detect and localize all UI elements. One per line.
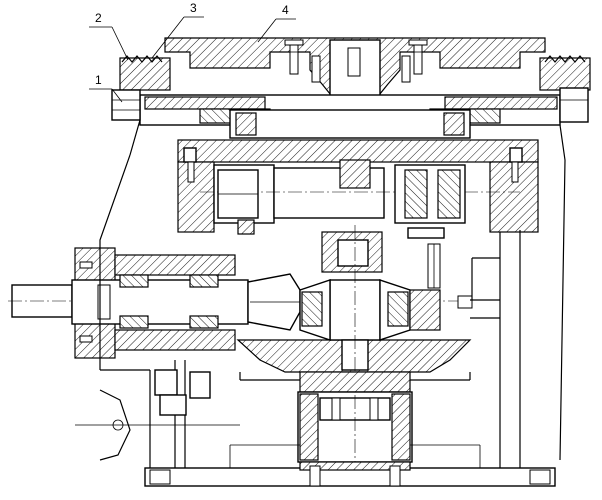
callout-3: 3 [151, 1, 204, 59]
side-bracket [75, 389, 240, 461]
top-cover [119, 37, 591, 139]
callout-label-1: 1 [95, 73, 102, 87]
callout-label-3: 3 [190, 1, 197, 15]
cover-bolts [284, 39, 428, 83]
callout-label-2: 2 [95, 11, 102, 25]
callout-label-4: 4 [282, 3, 289, 17]
callout-4: 4 [257, 3, 296, 43]
callout-1: 1 [89, 73, 123, 103]
lower-housing [99, 119, 566, 480]
callouts: 1 2 3 4 [89, 1, 296, 103]
callout-2: 2 [89, 11, 129, 61]
input-shaft-assembly [8, 247, 470, 359]
base-support [144, 371, 556, 487]
bevel-gear-assembly [236, 225, 473, 395]
intermediate-shaft-assembly [177, 139, 539, 239]
